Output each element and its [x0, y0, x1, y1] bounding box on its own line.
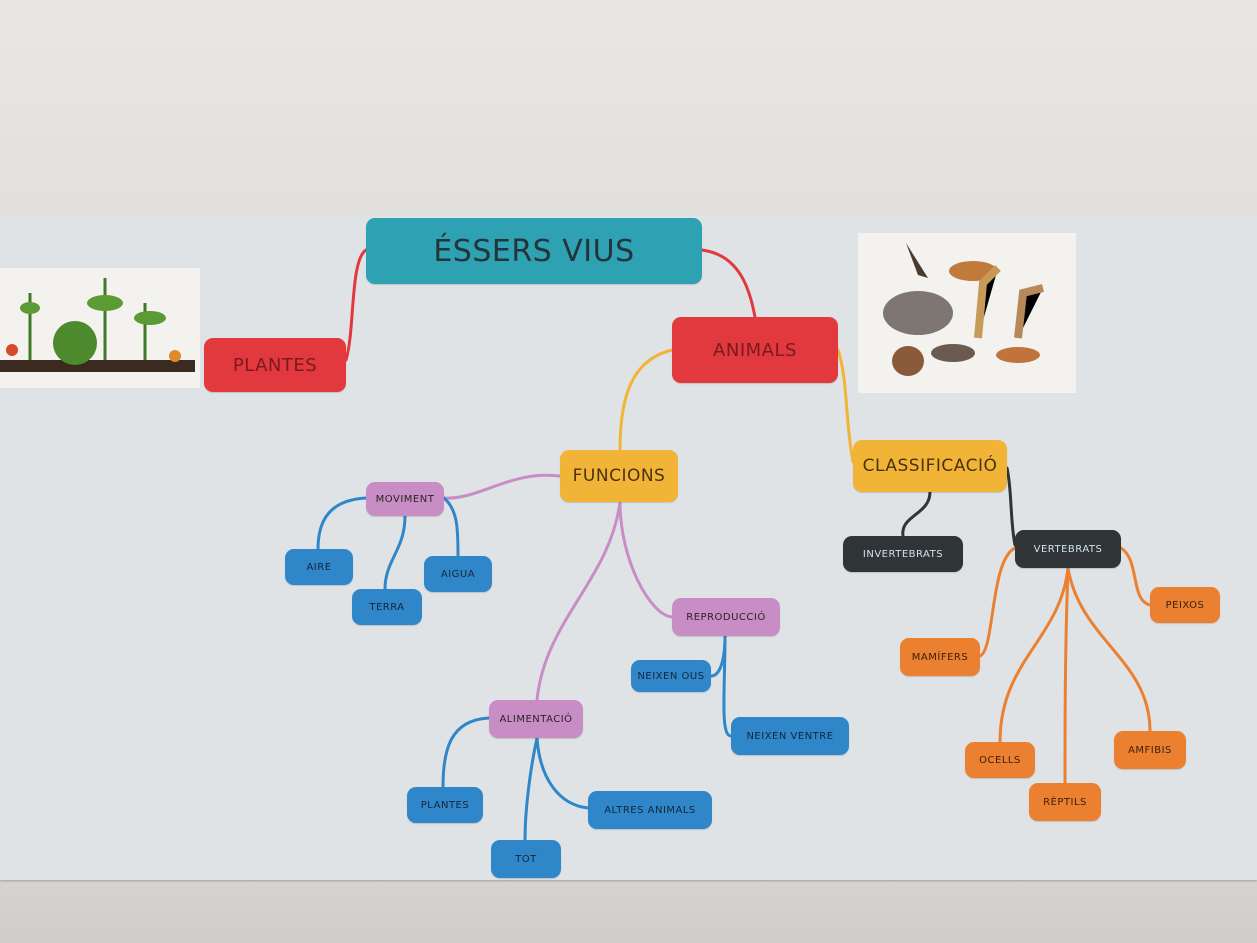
- node-aire: AIRE: [285, 549, 353, 585]
- node-amfibis: AMFIBIS: [1114, 731, 1186, 769]
- node-mamifers: MAMÍFERS: [900, 638, 980, 676]
- plants-icon: [0, 278, 195, 372]
- node-alimentacio: ALIMENTACIÓ: [489, 700, 583, 738]
- node-ocells: OCELLS: [965, 742, 1035, 778]
- node-reptils: RÈPTILS: [1029, 783, 1101, 821]
- node-aigua: AIGUA: [424, 556, 492, 592]
- node-neixen-ventre: NEIXEN VENTRE: [731, 717, 849, 755]
- node-peixos: PEIXOS: [1150, 587, 1220, 623]
- node-terra: TERRA: [352, 589, 422, 625]
- node-funcions: FUNCIONS: [560, 450, 678, 502]
- root-node-essers-vius: ÉSSERS VIUS: [366, 218, 702, 284]
- node-invertebrats: INVERTEBRATS: [843, 536, 963, 572]
- node-tot: TOT: [491, 840, 561, 878]
- node-vertebrats: VERTEBRATS: [1015, 530, 1121, 568]
- node-alimentacio-plantes: PLANTES: [407, 787, 483, 823]
- node-reproduccio: REPRODUCCIÓ: [672, 598, 780, 636]
- animals-illustration: [858, 233, 1076, 393]
- node-moviment: MOVIMENT: [366, 482, 444, 516]
- plants-illustration: [0, 268, 200, 388]
- node-animals: ANIMALS: [672, 317, 838, 383]
- animals-icon: [883, 243, 1044, 376]
- node-classificacio: CLASSIFICACIÓ: [853, 440, 1007, 492]
- node-neixen-ous: NEIXEN OUS: [631, 660, 711, 692]
- node-altres-animals: ALTRES ANIMALS: [588, 791, 712, 829]
- node-plantes: PLANTES: [204, 338, 346, 392]
